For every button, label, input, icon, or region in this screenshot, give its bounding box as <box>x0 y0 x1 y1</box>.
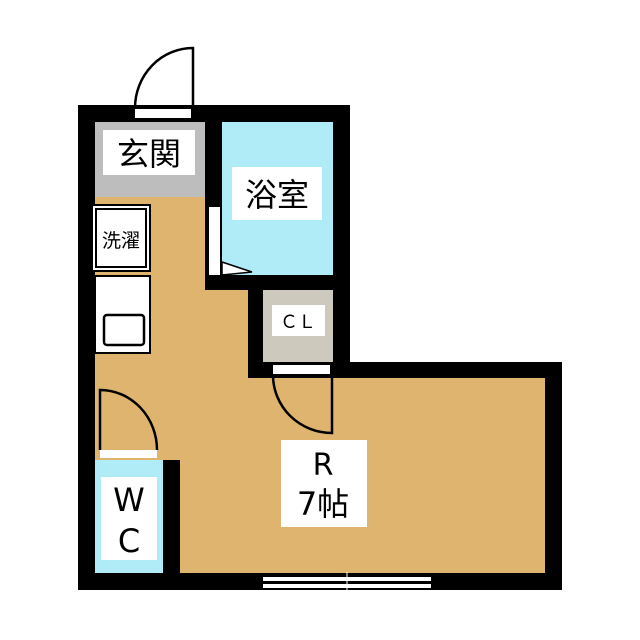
room-name-label: R <box>313 448 334 483</box>
window <box>263 572 431 592</box>
washer-space <box>91 204 151 272</box>
closet-door[interactable] <box>271 365 334 435</box>
entrance-door[interactable] <box>133 46 195 118</box>
entrance-label: 玄関 <box>117 135 181 173</box>
room-size-label: 7帖 <box>297 485 349 523</box>
closet-label: ＣＬ <box>280 312 316 333</box>
wc-label-w: W <box>113 481 145 519</box>
wc-door[interactable] <box>98 388 159 458</box>
room-floor <box>205 290 248 390</box>
bath-label: 浴室 <box>245 176 309 214</box>
bath-door[interactable] <box>209 207 253 276</box>
wc-label-c: C <box>118 522 140 560</box>
kitchen-sink <box>94 275 151 354</box>
laundry-label: 洗濯 <box>102 230 140 252</box>
